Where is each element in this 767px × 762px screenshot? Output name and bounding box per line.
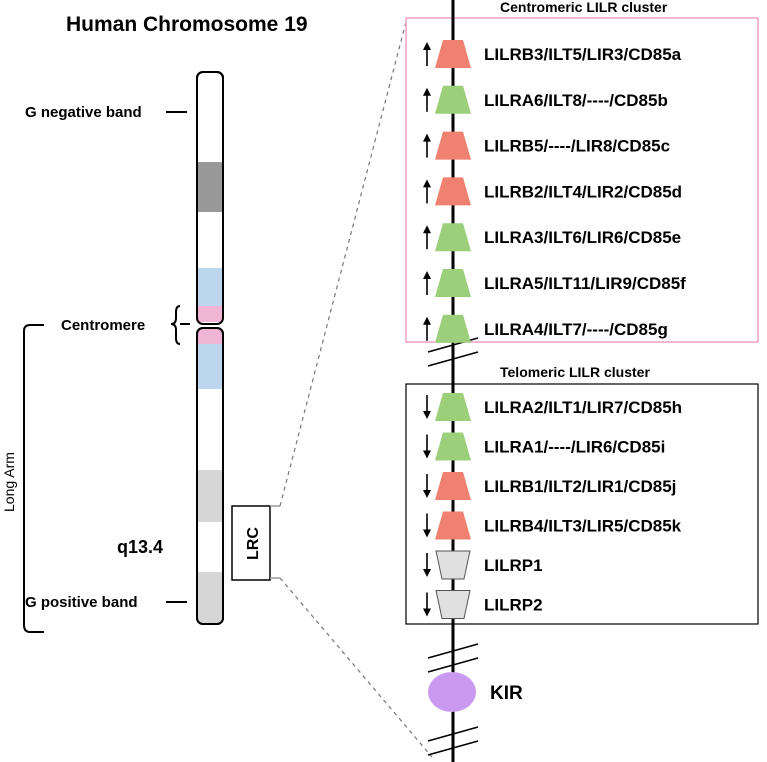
arrow-down-icon xyxy=(423,529,431,538)
arrow-up-icon xyxy=(423,42,431,50)
kir-gene xyxy=(428,672,476,712)
gene-label: LILRB2/ILT4/LIR2/CD85d xyxy=(484,182,682,201)
gene-label: LILRA2/ILT1/LIR7/CD85h xyxy=(484,398,682,417)
zoom-line-bottom xyxy=(279,577,433,758)
gene-label: LILRP2 xyxy=(484,596,543,615)
arrow-up-icon xyxy=(423,271,431,279)
gene-row: LILRA6/ILT8/----/CD85b xyxy=(423,85,668,114)
activating-gene-shape xyxy=(435,223,471,252)
gene-row: LILRB1/ILT2/LIR1/CD85j xyxy=(423,472,676,500)
gene-row: LILRA1/----/LIR6/CD85i xyxy=(423,432,665,461)
gene-row: LILRA4/ILT7/----/CD85g xyxy=(423,314,668,343)
g-negative-label: G negative band xyxy=(25,104,142,121)
arrow-up-icon xyxy=(423,316,431,325)
gene-row: LILRP1 xyxy=(423,550,543,580)
gene-row: LILRB5/----/LIR8/CD85c xyxy=(423,131,670,160)
inhibitory-gene-shape xyxy=(435,511,471,540)
lrc-label: LRC xyxy=(245,527,262,560)
gene-row: LILRB3/ILT5/LIR3/CD85a xyxy=(423,40,682,68)
activating-gene-shape xyxy=(435,432,471,461)
centromere-brace xyxy=(170,305,181,345)
gene-row: LILRP2 xyxy=(423,590,543,619)
q-band-label: q13.4 xyxy=(117,537,163,557)
arrow-down-icon xyxy=(423,490,431,498)
chromosome-short-arm-outline xyxy=(196,71,224,325)
centromere-label: Centromere xyxy=(61,317,145,334)
inhibitory-gene-shape xyxy=(435,40,471,68)
arrow-up-icon xyxy=(423,225,431,234)
diagram-title: Human Chromosome 19 xyxy=(66,13,308,36)
centromeric-cluster-title: Centromeric LILR cluster xyxy=(500,0,668,15)
chromosome-band-light xyxy=(198,470,222,522)
kir-label: KIR xyxy=(490,683,523,704)
g-positive-label: G positive band xyxy=(25,594,138,611)
telomeric-cluster-title: Telomeric LILR cluster xyxy=(500,364,650,380)
chromosome-band-pink-lower xyxy=(198,329,222,344)
gene-label: LILRA6/ILT8/----/CD85b xyxy=(484,91,668,110)
activating-gene-shape xyxy=(435,393,471,421)
arrow-up-icon xyxy=(423,179,431,188)
gene-row: LILRA3/ILT6/LIR6/CD85e xyxy=(423,223,681,252)
arrow-down-icon xyxy=(423,608,431,617)
gene-label: LILRA4/ILT7/----/CD85g xyxy=(484,320,668,339)
centromeric-cluster-box xyxy=(405,17,759,343)
activating-gene-shape xyxy=(435,314,471,343)
gene-row: LILRB4/ILT3/LIR5/CD85k xyxy=(423,511,682,540)
gene-label: LILRA5/ILT11/LIR9/CD85f xyxy=(484,274,686,293)
chromosome-long-arm-outline xyxy=(196,327,224,625)
zoom-line-top xyxy=(279,21,407,507)
long-arm-label: Long Arm xyxy=(1,452,17,512)
chromosome-band-dark xyxy=(198,162,222,212)
chromosome-band-light xyxy=(198,572,222,623)
chromosome-band-blue xyxy=(198,268,222,306)
pseudogene-gene-shape xyxy=(435,590,471,619)
arrow-down-icon xyxy=(423,411,431,419)
inhibitory-gene-shape xyxy=(435,472,471,500)
activating-gene-shape xyxy=(435,269,471,297)
arrow-down-icon xyxy=(423,450,431,459)
gene-row: LILRA5/ILT11/LIR9/CD85f xyxy=(423,269,686,297)
arrow-up-icon xyxy=(423,133,431,142)
chromosome-band-pink-upper xyxy=(198,306,222,322)
chromosome xyxy=(196,71,224,625)
long-arm-bracket xyxy=(23,324,44,633)
gene-label: LILRA3/ILT6/LIR6/CD85e xyxy=(484,228,681,247)
gene-label: LILRA1/----/LIR6/CD85i xyxy=(484,438,665,457)
gene-row: LILRB2/ILT4/LIR2/CD85d xyxy=(423,177,682,206)
telomeric-cluster-box xyxy=(405,383,759,625)
arrow-up-icon xyxy=(423,87,431,96)
gene-label: LILRB3/ILT5/LIR3/CD85a xyxy=(484,45,682,64)
lrc-box xyxy=(231,505,271,581)
inhibitory-gene-shape xyxy=(435,131,471,160)
gene-label: LILRB1/ILT2/LIR1/CD85j xyxy=(484,477,676,496)
gene-rows: LILRB3/ILT5/LIR3/CD85aLILRA6/ILT8/----/C… xyxy=(423,40,686,619)
gene-label: LILRB4/ILT3/LIR5/CD85k xyxy=(484,517,682,536)
chromosome-band-blue xyxy=(198,344,222,389)
inhibitory-gene-shape xyxy=(435,177,471,206)
gene-label: LILRP1 xyxy=(484,556,543,575)
gene-label: LILRB5/----/LIR8/CD85c xyxy=(484,137,670,156)
pseudogene-gene-shape xyxy=(435,550,471,580)
strand-break xyxy=(427,643,479,673)
strand-break xyxy=(427,726,479,756)
gene-row: LILRA2/ILT1/LIR7/CD85h xyxy=(423,393,682,421)
activating-gene-shape xyxy=(435,85,471,114)
arrow-down-icon xyxy=(423,569,431,577)
